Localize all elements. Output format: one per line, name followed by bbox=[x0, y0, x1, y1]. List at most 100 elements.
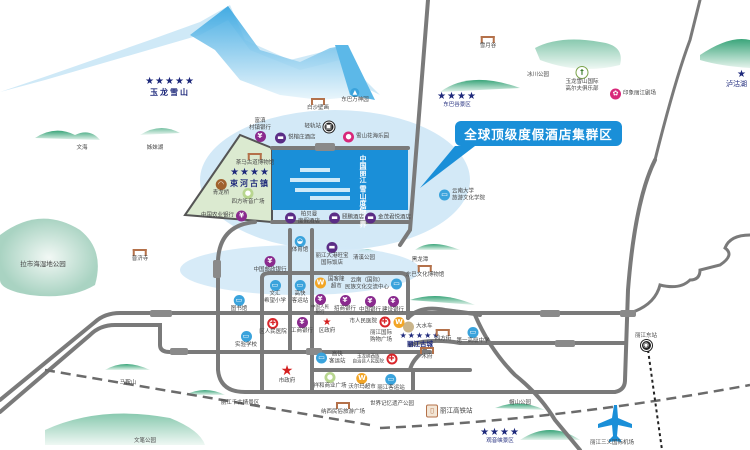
place-memory[interactable]: 世界记忆遗产公园 bbox=[370, 401, 414, 408]
poi-baisha[interactable]: 白沙壁画 bbox=[307, 98, 329, 112]
poi-library[interactable]: ▭图书馆 bbox=[230, 295, 248, 313]
poi-boc[interactable]: ¥中国银行 bbox=[359, 296, 381, 314]
place-wenhai[interactable]: 文海 bbox=[76, 145, 87, 152]
place-heilongtan[interactable]: 黑龙潭 bbox=[412, 257, 429, 264]
bus-icon: ▭ bbox=[316, 352, 327, 364]
poi-mall[interactable]: 丽江国际 购物广场 bbox=[370, 330, 392, 343]
poi-shiyan[interactable]: ▭实验学校 bbox=[235, 331, 257, 349]
poi-baibeiman[interactable]: ▬柏贝曼 度假酒店 bbox=[285, 212, 320, 225]
poi-busstation[interactable]: ▭丽江客运站 bbox=[377, 374, 405, 392]
scenic-guanyinxia[interactable]: ★★★★观音峡景区 bbox=[480, 428, 520, 445]
scenic-dongbagu[interactable]: ★★★★东巴谷景区 bbox=[437, 92, 477, 109]
place-airport[interactable]: 丽江三义国际机场 bbox=[590, 440, 634, 447]
place-maanshan[interactable]: 马鞍山 bbox=[120, 380, 137, 387]
poi-label: 中国农业银行 bbox=[200, 212, 234, 219]
poi-yuerong[interactable]: ▬悦榕庄酒店 bbox=[275, 132, 316, 144]
poi-yinxiang[interactable]: ✿印象丽江剧场 bbox=[610, 88, 656, 100]
poi-fudian[interactable]: 富滇 村镇银行¥ bbox=[249, 118, 271, 142]
hospital-cross-icon: ✚ bbox=[386, 353, 397, 365]
poi-naxi[interactable]: 纳西民俗旅游广场 bbox=[321, 402, 365, 416]
poi-eaststation[interactable]: 丽江东站◉ bbox=[635, 333, 657, 351]
poi-puji[interactable]: 普济寺 bbox=[132, 249, 148, 263]
poi-sifangjie[interactable]: 四方街 bbox=[434, 329, 452, 343]
poi-label: 四方街 bbox=[434, 336, 452, 342]
poi-qinggui[interactable]: ▣轻轨站 bbox=[304, 121, 334, 133]
scenic-shuhe[interactable]: ★★★★束河古镇 bbox=[230, 168, 270, 189]
place-lashihai[interactable]: 拉市海湿地公园 bbox=[20, 261, 66, 268]
temple-icon: ▲ bbox=[350, 88, 360, 97]
poi-pboc[interactable]: ¥中国人民 银行 bbox=[311, 294, 329, 315]
place-wenbi[interactable]: 文笔公园 bbox=[134, 438, 156, 445]
poi-label: 实验学校 bbox=[234, 342, 258, 348]
poi-label: 白沙壁画 bbox=[306, 105, 330, 111]
poi-label: 雪月谷 bbox=[479, 43, 497, 49]
poi-xianghe[interactable]: ●祥和商业广场 bbox=[313, 372, 347, 390]
poi-post[interactable]: ¥中国邮政银行 bbox=[253, 256, 287, 274]
poi-label: 图书馆 bbox=[230, 306, 248, 312]
poi-citygov[interactable]: ★市政府 bbox=[279, 364, 296, 385]
place-maoshan[interactable]: 帽山公园 bbox=[509, 400, 531, 407]
poi-dongbamuseum[interactable]: 东巴文化博物馆 bbox=[406, 265, 444, 279]
poi-label: 云南大学 旅游文化学院 bbox=[452, 188, 486, 202]
poi-xueyue[interactable]: 雪月谷 bbox=[479, 36, 497, 50]
poi-yipeng[interactable]: ▬颐鹏酒店 bbox=[329, 212, 364, 224]
rating-stars: ★★★★★ bbox=[145, 76, 195, 87]
poi-gym[interactable]: ◒体育馆 bbox=[291, 236, 309, 254]
poi-ccb[interactable]: ¥建设银行 bbox=[382, 296, 404, 314]
poi-label: 纳西民俗旅游广场 bbox=[320, 409, 366, 415]
government-star-icon: ★ bbox=[280, 363, 294, 379]
poi-yulonghosp[interactable]: ✚玉龙纳西族 自治县人民医院 bbox=[353, 353, 397, 365]
poi-huahai[interactable]: ●雪山花海乐园 bbox=[343, 131, 389, 143]
hospital-cross-icon: ✚ bbox=[379, 316, 390, 328]
poi-label: 文汇 希望小学 bbox=[263, 291, 287, 304]
poi-cityhosp[interactable]: ✚市人民医院 bbox=[349, 316, 390, 328]
bank-yuan-icon: ¥ bbox=[296, 317, 308, 328]
poi-sifangting[interactable]: ●四方听音广场 bbox=[231, 188, 265, 206]
place-qiangu[interactable]: 丽江千古情景区 bbox=[221, 400, 260, 407]
poi-label: 体育馆 bbox=[291, 247, 309, 253]
poi-golf[interactable]: †玉龙雪山国际 高尔夫俱乐部 bbox=[565, 66, 599, 92]
scenic-lugu[interactable]: ★泸沽湖 bbox=[726, 70, 747, 89]
poi-label: 云南（国际） 民族文化交流中心 bbox=[344, 277, 389, 291]
poi-gaokuai2[interactable]: ▭高快 客运站 bbox=[316, 352, 346, 365]
poi-label: 东巴万神园 bbox=[341, 97, 369, 103]
poi-gaotie[interactable]: ▯丽江高铁站 bbox=[426, 404, 473, 418]
rating-stars: ★★★★ bbox=[437, 91, 477, 102]
poi-mufu[interactable]: 木府 bbox=[420, 347, 434, 361]
poi-cmb[interactable]: ¥招商银行 bbox=[334, 295, 356, 313]
place-label: 冰川公园 bbox=[526, 72, 550, 78]
poi-jinmao[interactable]: ▬金茂君悦酒店 bbox=[365, 212, 411, 224]
poi-dagang[interactable]: ▬丽江大港旺宝 国际饭店 bbox=[315, 242, 349, 266]
poi-mall-icon[interactable]: W bbox=[393, 317, 405, 328]
theater-flower-icon: ✿ bbox=[610, 88, 621, 100]
bus-icon: ▭ bbox=[294, 280, 306, 291]
poi-distgov[interactable]: ★区政府 bbox=[319, 318, 336, 335]
poi-yunda[interactable]: ▭云南大学 旅游文化学院 bbox=[439, 189, 485, 202]
hotel-bed-icon: ▬ bbox=[275, 132, 286, 144]
poi-wenhui[interactable]: ▭文汇 希望小学 bbox=[264, 280, 286, 304]
rating-stars: ★★★★★ bbox=[399, 331, 441, 340]
poi-dongbawanshen[interactable]: ▲东巴万神园 bbox=[341, 88, 369, 104]
poi-shuiche[interactable]: 大水车 bbox=[403, 321, 433, 333]
poi-abc[interactable]: ¥中国农业银行 bbox=[200, 210, 247, 222]
scenic-gucheng[interactable]: ★★★★★丽江古城 bbox=[400, 331, 441, 348]
poi-icbc[interactable]: ¥工商银行 bbox=[291, 317, 313, 335]
school-icon: ▭ bbox=[467, 327, 479, 338]
scenic-yulong[interactable]: ★★★★★玉龙雪山 bbox=[145, 77, 195, 98]
poi-yizhong[interactable]: ▭第一高级中学 bbox=[456, 327, 490, 345]
place-qingxi[interactable]: 清溪公园 bbox=[353, 255, 375, 262]
place-zimeihu[interactable]: 姊妹湖 bbox=[147, 145, 164, 152]
poi-label: 中国人民 银行 bbox=[311, 305, 329, 315]
poi-qinglong[interactable]: ◠青龙桥 bbox=[213, 179, 229, 197]
poi-gaokuai1[interactable]: ▭高快 客运站 bbox=[292, 280, 308, 304]
poi-label: 区政府 bbox=[318, 328, 336, 334]
poi-chama[interactable]: 茶马古道博物馆 bbox=[236, 153, 274, 167]
poi-disthosp[interactable]: ✚区人民医院 bbox=[259, 318, 287, 336]
poi-culture[interactable]: ▭云南（国际） 民族文化交流中心 bbox=[345, 278, 402, 291]
place-bingchuan[interactable]: 冰川公园 bbox=[527, 72, 549, 79]
